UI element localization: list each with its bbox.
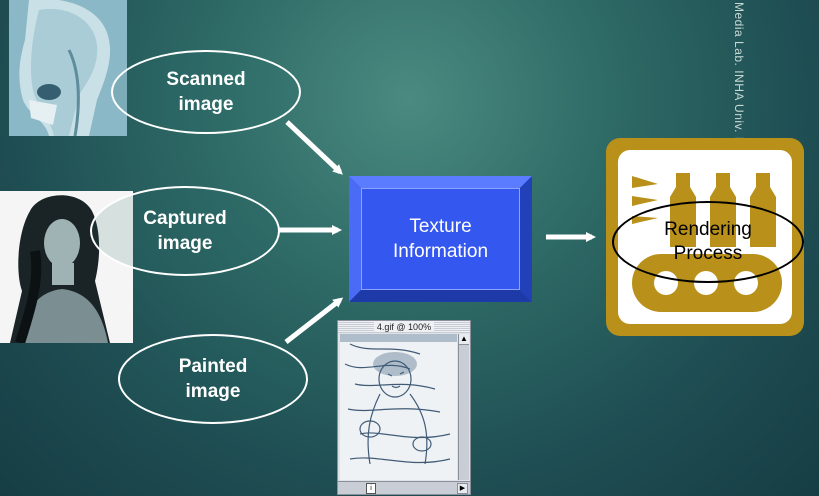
gif-vertical-scrollbar[interactable]: ▲ xyxy=(458,334,469,480)
scroll-right-arrow-icon[interactable]: ▶ xyxy=(457,483,468,494)
captured-image-text: Captured image xyxy=(143,208,227,254)
gif-viewer-window: 4.gif @ 100% ▲ i ▶ xyxy=(337,320,471,495)
rendering-label-line1: Rendering xyxy=(664,219,752,240)
painted-image-label: Painted image xyxy=(118,334,308,424)
texture-information-box: Texture Information xyxy=(349,176,532,302)
gif-window-titlebar[interactable]: 4.gif @ 100% xyxy=(338,321,470,333)
watermark-text: Media Lab. INHA Univ. Ko xyxy=(732,2,746,153)
texture-label-line2: Information xyxy=(392,241,489,262)
scanned-image-label: Scanned image xyxy=(111,50,301,134)
arrow-painted-to-texture xyxy=(284,297,344,344)
bevel-shape xyxy=(349,176,532,302)
arrow-scanned-to-texture xyxy=(285,120,343,175)
texture-information-inner: Texture Information xyxy=(361,188,520,290)
texture-label-line1: Texture xyxy=(409,216,472,237)
rendering-label-line2: Process xyxy=(673,243,743,264)
rendering-process-label: Rendering Process xyxy=(612,201,804,283)
gif-status-bar: i ▶ xyxy=(338,481,470,494)
painted-image-text: Painted image xyxy=(178,356,248,402)
gif-window-title: 4.gif @ 100% xyxy=(373,322,435,332)
painted-child-image xyxy=(340,334,457,480)
info-icon[interactable]: i xyxy=(366,483,376,494)
captured-image-label: Captured image xyxy=(90,186,280,276)
scroll-up-arrow-icon[interactable]: ▲ xyxy=(459,334,469,345)
xray-head-image xyxy=(9,0,127,136)
scanned-image-text: Scanned image xyxy=(166,69,246,115)
